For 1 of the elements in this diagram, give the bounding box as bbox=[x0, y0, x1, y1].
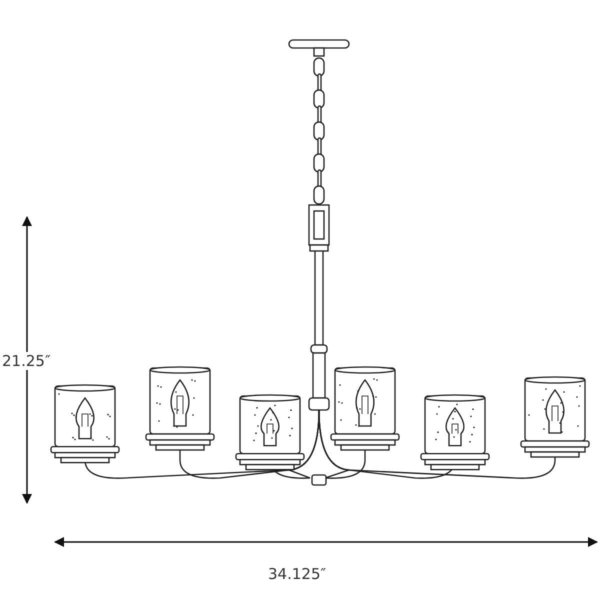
dimension-label: 21.25″ bbox=[2, 352, 51, 370]
